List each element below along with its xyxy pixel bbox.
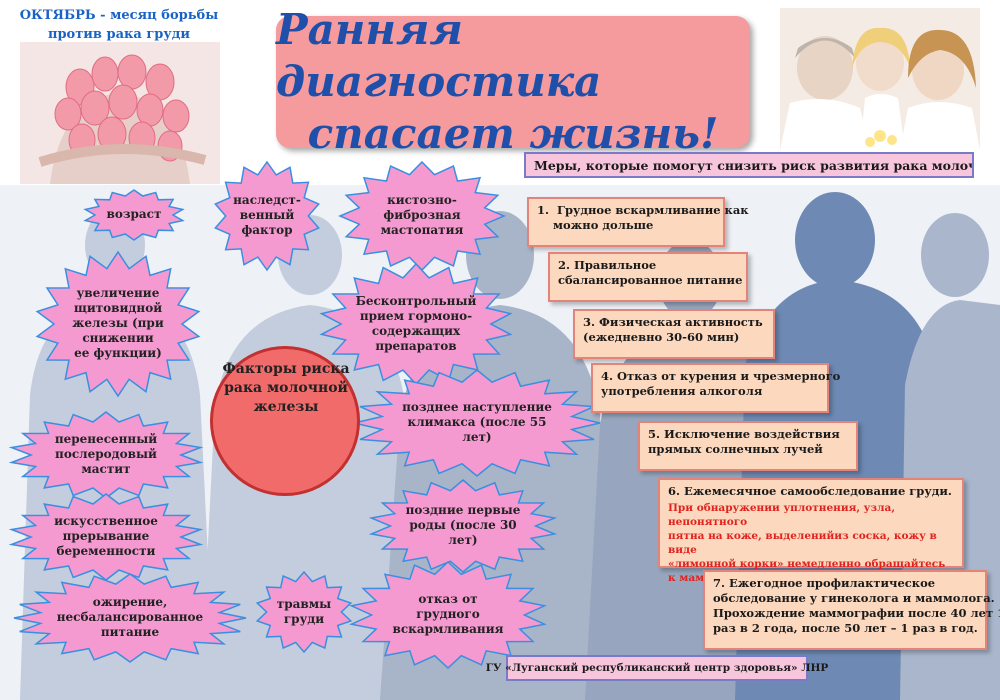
risk-factor-line: кистозно- xyxy=(387,193,457,208)
risk-factor-line: вскармливания xyxy=(392,622,504,637)
risk-factor-line: мастопатия xyxy=(380,223,464,238)
october-caption: ОКТЯБРЬ - месяц борьбы против рака груди xyxy=(14,6,224,44)
risk-factor-line: лет) xyxy=(462,430,492,445)
title-line-2: спасает жизнь! xyxy=(307,109,719,158)
risk-factor-line: венный xyxy=(239,208,295,223)
measure-line: 5. Исключение воздействия xyxy=(648,427,840,441)
risk-factor-line: позднее наступление xyxy=(402,400,552,415)
risk-factor-line: фиброзная xyxy=(383,208,461,223)
risk-factor-line: прерывание xyxy=(62,529,150,544)
risk-factor-line: поздние первые xyxy=(405,503,521,518)
risk-factor-line: послеродовый xyxy=(55,447,157,462)
center-label-line-3: железы xyxy=(253,399,319,415)
measure-line: раз в 2 года, после 50 лет – 1 раз в год… xyxy=(713,621,978,635)
risk-factor-line: груди xyxy=(283,611,325,626)
measure-line: 1. Грудное вскармливание как xyxy=(537,203,749,217)
risk-factor-line: железы (при xyxy=(72,316,164,331)
risk-factor-line: мастит xyxy=(81,462,131,477)
measure-line: прямых солнечных лучей xyxy=(648,442,823,456)
risk-factor-line: Бесконтрольный xyxy=(355,293,477,308)
measure-warning-note: При обнаружении уплотнения, узла, непоня… xyxy=(668,501,954,585)
risk-factor-line: ожирение, xyxy=(92,595,168,610)
title-line-1: Ранняя диагностика xyxy=(276,5,602,106)
measure-line: обследование у гинеколога и маммолога. xyxy=(713,591,995,605)
risk-star-shape xyxy=(35,250,201,398)
risk-star-shape xyxy=(13,573,247,663)
center-label-line-1: Факторы риска xyxy=(222,361,350,377)
risk-factor-line: снижении xyxy=(82,331,154,346)
center-circle xyxy=(210,346,360,496)
risk-factor-line: искусственное xyxy=(54,514,158,529)
risk-factor-line: содержащих xyxy=(371,323,461,338)
measure-warning-line: «лимонной корки» немедленно обращайтесь xyxy=(668,558,946,570)
risk-star-shape xyxy=(353,369,601,477)
risk-star-shape xyxy=(83,189,185,241)
measure-line: 6. Ежемесячное самообследование груди. xyxy=(668,484,952,498)
risk-factor-line: фактор xyxy=(241,223,293,238)
measure-line: 3. Физическая активность xyxy=(583,315,763,329)
risk-factor-line: грудного xyxy=(416,607,480,622)
risk-factor-line: беременности xyxy=(56,544,156,559)
risk-factor-line: климакса (после 55 xyxy=(407,415,547,430)
tulips-photo xyxy=(20,42,220,184)
risk-factor-line: возраст xyxy=(106,207,162,222)
title-banner: Ранняя диагностика спасает жизнь! xyxy=(276,5,750,158)
risk-factor-line: роды (после 30 xyxy=(409,518,517,533)
risk-factor-line: препаратов xyxy=(375,338,457,353)
measure-line: можно дольше xyxy=(537,218,654,232)
risk-factor-line: наследст- xyxy=(233,193,301,208)
risk-factor-line: ее функции) xyxy=(74,346,162,361)
october-line-2: против рака груди xyxy=(47,27,191,42)
risk-factor-line: щитовидной xyxy=(73,301,163,316)
measure-line: Прохождение маммографии после 40 лет 1 xyxy=(713,606,1000,620)
footer-organization: ГУ «Луганский республиканский центр здор… xyxy=(486,655,828,681)
risk-star-shape xyxy=(349,560,547,670)
risk-factor-line: отказ от xyxy=(418,592,478,607)
measure-item: 1. Грудное вскармливание как можно дольш… xyxy=(527,197,749,247)
measures-header: Меры, которые помогут снизить риск разви… xyxy=(524,152,974,178)
risk-factor-line: прием гормоно- xyxy=(359,308,473,323)
measure-line: 4. Отказ от курения и чрезмерного xyxy=(601,369,841,383)
measure-line: 2. Правильное xyxy=(558,258,657,272)
measure-line: сбалансированное питание xyxy=(558,273,743,287)
risk-factor-label: возраст xyxy=(97,196,172,235)
measure-warning-line: При обнаружении уплотнения, узла, непоня… xyxy=(668,502,895,528)
risk-star-shape xyxy=(255,570,353,654)
risk-factor-line: питание xyxy=(100,625,160,640)
risk-star-shape xyxy=(368,479,558,573)
measure-item: 6. Ежемесячное самообследование груди. Пр… xyxy=(658,478,964,584)
risk-factor-line: несбалансированное xyxy=(56,610,204,625)
measure-item: 3. Физическая активность(ежедневно 30-60… xyxy=(573,309,775,359)
october-line-1: ОКТЯБРЬ - месяц борьбы xyxy=(19,8,219,23)
measure-line: 7. Ежегодное профилактическое xyxy=(713,576,936,590)
measure-line: (ежедневно 30-60 мин) xyxy=(583,330,740,344)
risk-factor-line: увеличение xyxy=(76,286,160,301)
center-label-line-2: рака молочной xyxy=(224,380,348,396)
center-label: Факторы риска рака молочной железы xyxy=(216,360,356,417)
risk-factor-line: лет) xyxy=(448,533,478,548)
risk-star-shape xyxy=(214,160,320,272)
measure-warning-line: пятна на коже, выделенийиз соска, кожу в… xyxy=(668,530,937,556)
risk-factor-line: травмы xyxy=(276,596,332,611)
family-photo xyxy=(780,8,980,150)
risk-factor-line: перенесенный xyxy=(54,432,158,447)
measure-line: употребления алкоголя xyxy=(601,384,763,398)
